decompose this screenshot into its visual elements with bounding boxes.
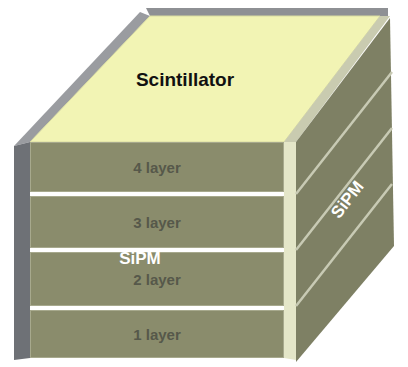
layer-band: 3 layer <box>30 196 284 248</box>
edge-strip <box>284 142 296 360</box>
layer-band: 4 layer <box>30 142 284 192</box>
sipm-label: SiPM <box>119 249 161 269</box>
material-label: Scintillator <box>136 69 234 91</box>
top-rim <box>146 8 388 16</box>
right-face-dividers <box>296 72 392 306</box>
layer-label: 2 layer <box>133 271 181 288</box>
layer-label: 1 layer <box>133 326 181 343</box>
layer-divider <box>296 72 392 194</box>
layer-label: 3 layer <box>133 214 181 231</box>
layer-divider <box>296 128 392 250</box>
scintillator-face: Scintillator <box>60 40 310 120</box>
right-sipm-face <box>296 18 394 362</box>
layer-band: 1 layer <box>30 310 284 358</box>
left-sipm-strip <box>14 142 30 360</box>
layer-label: 4 layer <box>133 159 181 176</box>
